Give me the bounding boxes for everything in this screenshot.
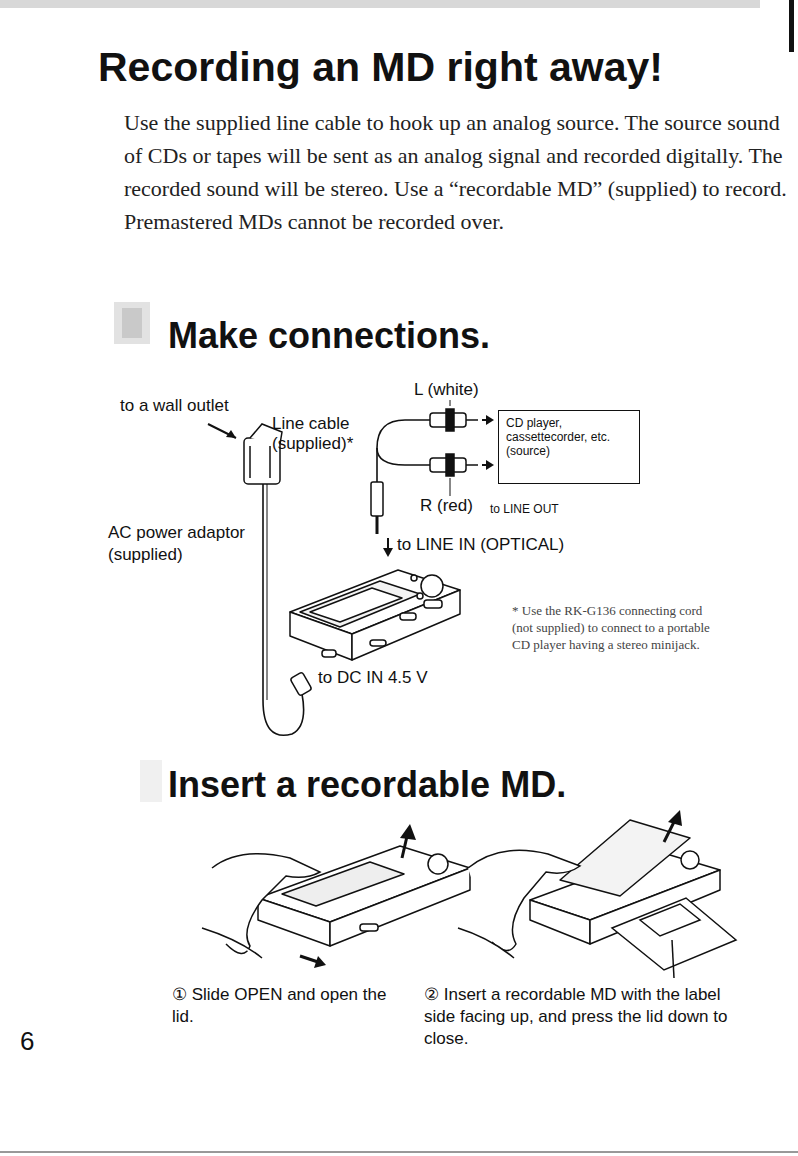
part-label: to a wall outlet: [120, 396, 280, 416]
source-box: CD player, cassettecorder, etc. (source): [498, 410, 640, 484]
scan-band: [0, 0, 760, 8]
plug-arrow: [482, 415, 494, 470]
box-text: CD player, cassettecorder, etc. (source): [506, 416, 630, 458]
step-icon: [140, 760, 162, 802]
arrow-head: [400, 824, 416, 840]
intro-paragraph: Use the supplied line cable to hook up a…: [124, 106, 788, 238]
jack-label: to LINE IN (OPTICAL): [397, 535, 657, 555]
leader-line: [450, 478, 451, 496]
scan-bar: [789, 0, 794, 52]
arrow-head: [668, 810, 682, 826]
page-title: Recording an MD right away!: [98, 42, 778, 92]
arrow-head: [226, 430, 236, 438]
step-icon: [114, 302, 150, 344]
hand: [202, 854, 320, 958]
signal-label: R (red): [420, 496, 490, 516]
jack-label: to DC IN 4.5 V: [318, 668, 498, 688]
part-label: Line cable (supplied)*: [272, 414, 372, 454]
slide-arrow: [300, 956, 318, 962]
mini-plug: [371, 482, 383, 534]
md-recorder: [290, 570, 460, 660]
signal-label: L (white): [414, 380, 504, 400]
rca-plug: [430, 409, 478, 476]
arrow-head: [383, 548, 393, 557]
dc-plug: [290, 672, 312, 696]
part-label: AC power adaptor (supplied): [108, 522, 258, 566]
footnote: * Use the RK-G136 connecting cord (not s…: [512, 602, 722, 653]
line-cable: [377, 420, 430, 482]
page-edge: [0, 1152, 798, 1153]
page-number: 6: [20, 1026, 60, 1056]
hand: [458, 850, 580, 958]
jack-label: to LINE OUT: [490, 502, 610, 516]
md-disc: [612, 898, 736, 978]
step-instruction: ① Slide OPEN and open the lid.: [172, 984, 402, 1028]
step-heading: Insert a recordable MD.: [168, 763, 628, 807]
step-heading: Make connections.: [168, 314, 588, 358]
leader-line: [450, 400, 451, 406]
arrow-head: [314, 956, 326, 968]
leader-arrow: [208, 424, 236, 438]
step-instruction: ② Insert a recordable MD with the label …: [424, 984, 736, 1050]
dc-cord: [267, 484, 268, 700]
